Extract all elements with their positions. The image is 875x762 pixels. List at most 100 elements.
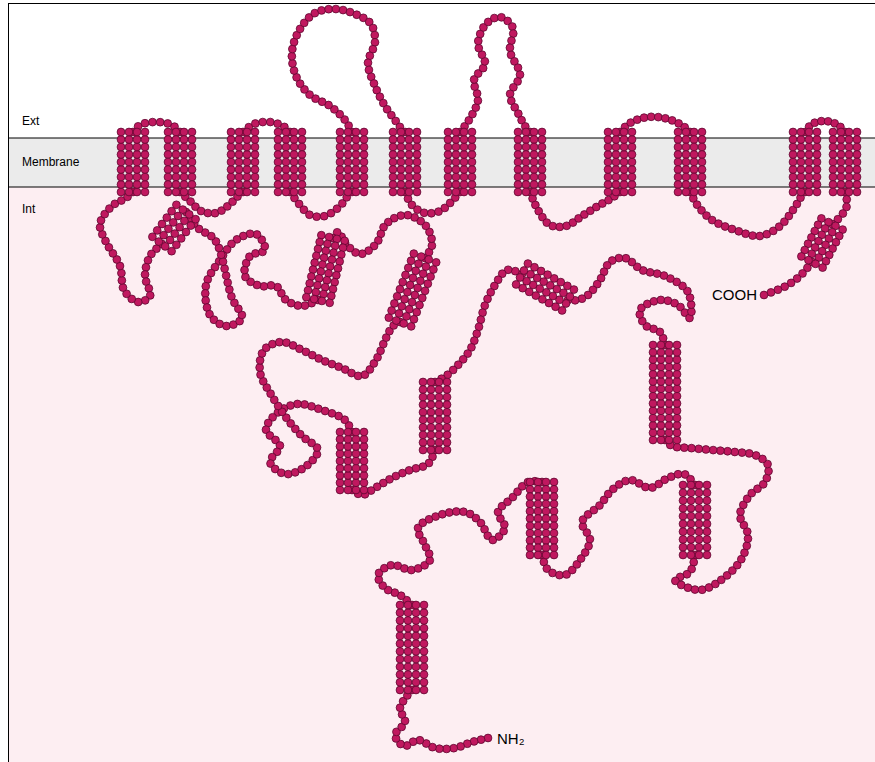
helix-bead xyxy=(188,188,196,196)
helix-bead xyxy=(526,478,534,486)
helix-bead xyxy=(243,128,251,136)
helix-bead xyxy=(673,370,681,378)
helix-bead xyxy=(396,663,404,671)
amino-acid-bead xyxy=(477,316,485,324)
helix-bead xyxy=(336,479,344,487)
helix-bead xyxy=(243,136,251,144)
helix-bead xyxy=(397,158,405,166)
amino-acid-bead xyxy=(364,59,372,67)
helix-bead xyxy=(550,529,558,537)
helix-bead xyxy=(698,181,706,189)
amino-acid-bead xyxy=(275,338,283,346)
helix-bead xyxy=(538,151,546,159)
helix-bead xyxy=(164,166,172,174)
helix-bead xyxy=(620,188,628,196)
helix-bead xyxy=(813,143,821,151)
amino-acid-bead xyxy=(742,230,750,238)
helix-bead xyxy=(612,181,620,189)
helix-bead xyxy=(530,188,538,196)
amino-acid-bead xyxy=(252,250,260,258)
helix-bead xyxy=(172,173,180,181)
helix-bead xyxy=(538,128,546,136)
helix-bead xyxy=(392,317,400,325)
helix-bead xyxy=(352,479,360,487)
helix-bead xyxy=(813,188,821,196)
amino-acid-bead xyxy=(484,734,492,742)
helix-bead xyxy=(673,436,681,444)
helix-bead xyxy=(282,143,290,151)
amino-acid-bead xyxy=(642,483,650,491)
helix-bead xyxy=(845,188,853,196)
helix-bead xyxy=(389,151,397,159)
helix-bead xyxy=(604,166,612,174)
helix-bead xyxy=(612,158,620,166)
helix-bead xyxy=(419,401,427,409)
helix-bead xyxy=(695,481,703,489)
helix-bead xyxy=(336,128,344,136)
helix-bead xyxy=(396,686,404,694)
helix-bead xyxy=(290,143,298,151)
helix-bead xyxy=(344,472,352,480)
helix-bead xyxy=(164,136,172,144)
helix-bead xyxy=(695,543,703,551)
helix-bead xyxy=(460,151,468,159)
helix-bead xyxy=(679,497,687,505)
helix-bead xyxy=(435,439,443,447)
amino-acid-bead xyxy=(294,400,302,408)
helix-bead xyxy=(403,312,411,320)
helix-bead xyxy=(845,158,853,166)
helix-bead xyxy=(853,143,861,151)
helix-bead xyxy=(620,128,628,136)
helix-bead xyxy=(665,436,673,444)
amino-acid-bead xyxy=(313,213,321,221)
helix-bead xyxy=(550,537,558,545)
helix-bead xyxy=(612,128,620,136)
helix-bead xyxy=(133,166,141,174)
helix-bead xyxy=(612,188,620,196)
helix-bead xyxy=(188,166,196,174)
helix-bead xyxy=(649,385,657,393)
helix-bead xyxy=(443,393,451,401)
helix-bead xyxy=(412,663,420,671)
helix-bead xyxy=(427,393,435,401)
helix-bead xyxy=(435,386,443,394)
helix-bead xyxy=(674,151,682,159)
helix-bead xyxy=(336,428,344,436)
helix-bead xyxy=(412,267,420,275)
helix-bead xyxy=(674,128,682,136)
helix-bead xyxy=(845,143,853,151)
helix-bead xyxy=(290,128,298,136)
helix-bead xyxy=(298,173,306,181)
helix-bead xyxy=(673,429,681,437)
helix-bead xyxy=(542,522,550,530)
helix-bead xyxy=(360,188,368,196)
helix-bead xyxy=(550,493,558,501)
helix-bead xyxy=(703,489,711,497)
helix-bead xyxy=(404,624,412,632)
helix-bead xyxy=(530,143,538,151)
helix-bead xyxy=(141,188,149,196)
helix-bead xyxy=(612,173,620,181)
helix-bead xyxy=(344,464,352,472)
helix-bead xyxy=(412,609,420,617)
amino-acid-bead xyxy=(369,24,377,32)
helix-bead xyxy=(805,143,813,151)
helix-bead xyxy=(243,166,251,174)
helix-bead xyxy=(420,678,428,686)
helix-bead xyxy=(404,663,412,671)
helix-bead xyxy=(805,256,813,264)
helix-bead xyxy=(612,166,620,174)
helix-bead xyxy=(468,166,476,174)
helix-bead xyxy=(679,512,687,520)
helix-bead xyxy=(665,370,673,378)
amino-acid-bead xyxy=(241,266,249,274)
helix-bead xyxy=(695,551,703,559)
helix-bead xyxy=(805,136,813,144)
helix-bead xyxy=(534,515,542,523)
helix-bead xyxy=(149,233,157,241)
helix-bead xyxy=(117,181,125,189)
amino-acid-bead xyxy=(118,269,126,277)
amino-acid-bead xyxy=(156,118,164,126)
helix-bead xyxy=(797,166,805,174)
helix-bead xyxy=(514,166,522,174)
